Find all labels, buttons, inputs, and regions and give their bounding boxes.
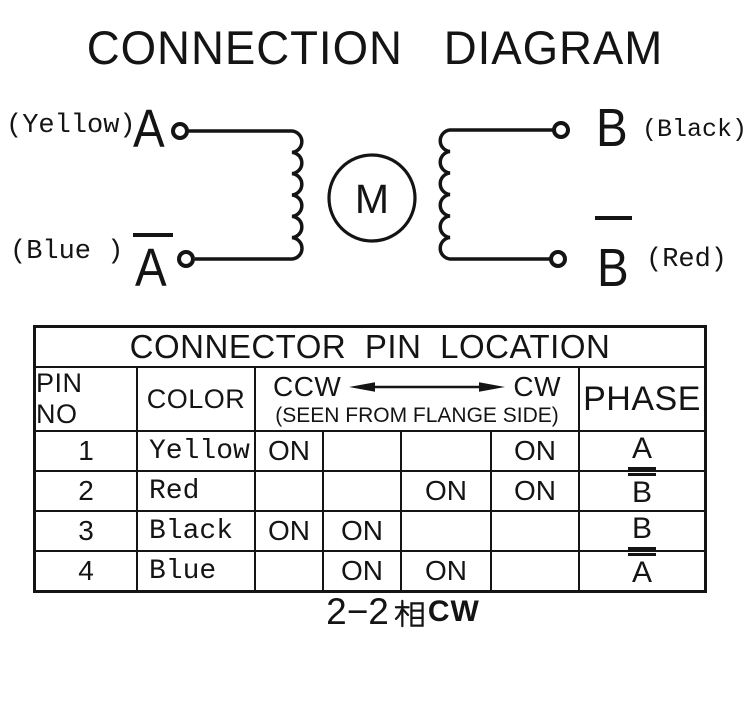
double-arrow-icon [349,381,506,392]
on-cell [492,552,580,590]
terminal-a-bar-icon [177,250,195,268]
seen-from-flange-label: (SEEN FROM FLANGE SIDE) [275,403,559,427]
phase-cell: B [580,512,704,550]
on-cell [402,512,492,550]
pin-cell: 4 [36,552,138,590]
color-cell: Red [138,472,256,510]
phase-value: A [627,432,656,470]
circuit-wiring-graphic [171,121,570,268]
on-cell: ON [492,432,580,470]
on-cell: ON [324,512,402,550]
color-cell: Yellow [138,432,256,470]
wire-color-label-blue: (Blue ) [10,237,124,267]
phase-value: B [627,512,656,550]
on-cell: ON [402,472,492,510]
on-cell [324,432,402,470]
coil-phase-a [188,129,304,261]
ccw-label: CCW [272,370,342,402]
terminal-a-icon [171,122,189,140]
pin-cell: 1 [36,432,138,470]
caption: 2−2 CW [0,591,750,633]
header-direction: CCW CW (SEEN FROM FLANGE SIDE) [256,368,580,430]
wire-color-label-black: (Black) [642,115,748,144]
motor-label: M [354,176,390,222]
on-cell: ON [324,552,402,590]
on-cell: ON [492,472,580,510]
terminal-b-icon [552,121,570,139]
phase-a-bar-overline [133,233,173,237]
phase-a-label: A [133,99,165,159]
caption-prefix: 2−2 [326,591,389,632]
on-cell [256,552,324,590]
wire-color-label-yellow: (Yellow) [6,111,136,141]
table-title: CONNECTOR PIN LOCATION [36,328,704,368]
on-cell: ON [402,552,492,590]
phase-value: A [627,552,656,590]
header-phase: PHASE [583,379,701,418]
phase-value: B [627,472,656,510]
wire-color-label-red: (Red) [646,245,728,275]
pin-cell: 2 [36,472,138,510]
phase-a-bar-label: A [135,238,167,298]
cw-label: CW [513,370,562,402]
page-title: CONNECTION DIAGRAM [86,21,664,74]
phase-b-bar-label: B [597,238,629,298]
header-pin-no: PIN NO [36,368,138,430]
coil-phase-b [438,128,553,261]
phase-cell: A [580,432,704,470]
on-cell: ON [256,512,324,550]
on-cell [492,512,580,550]
phase-cell: B [580,472,704,510]
on-cell: ON [256,432,324,470]
table-header-row: PIN NO COLOR CCW CW (SEEN FROM FLANGE SI… [36,368,704,432]
header-color: COLOR [138,368,256,430]
color-cell: Blue [138,552,256,590]
caption-suffix: CW [427,595,480,628]
connector-pin-table: CONNECTOR PIN LOCATION PIN NO COLOR CCW … [33,325,707,593]
motor-circle [327,153,417,243]
phase-b-label: B [596,98,628,158]
cjk-xiang-phase-glyph [394,599,424,627]
phase-cell: A [580,552,704,590]
phase-b-bar-overline [595,216,632,220]
on-cell [324,472,402,510]
color-cell: Black [138,512,256,550]
on-cell [402,432,492,470]
on-cell [256,472,324,510]
pin-cell: 3 [36,512,138,550]
terminal-b-bar-icon [549,250,567,268]
